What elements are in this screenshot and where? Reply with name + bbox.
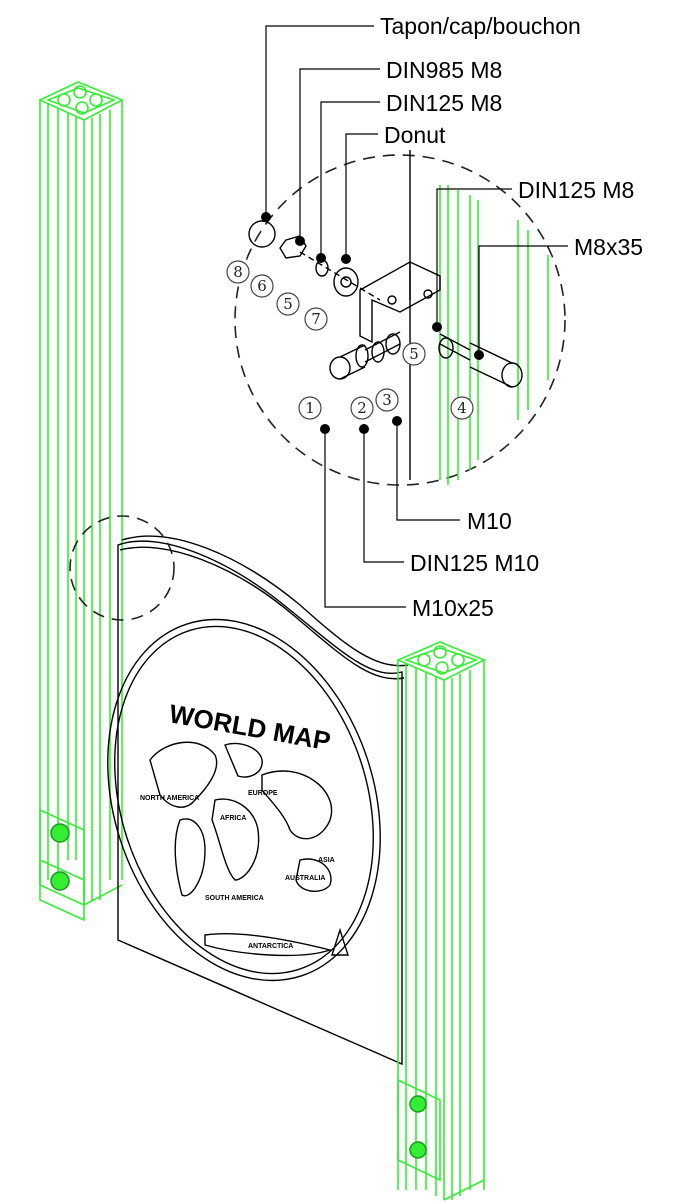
svg-text:5: 5 (409, 345, 419, 363)
bolt-m10x25 (329, 331, 401, 380)
label-africa: AFRICA (220, 815, 246, 822)
svg-text:1: 1 (305, 399, 315, 417)
detail-view (234, 150, 566, 486)
right-bolt-head-2 (409, 1141, 427, 1159)
svg-text:5: 5 (283, 295, 293, 313)
label-asia: ASIA (318, 857, 335, 864)
label-australia: AUSTRALIA (285, 875, 325, 882)
label-din125-m10: DIN125 M10 (410, 550, 539, 576)
label-cap: Tapon/cap/bouchon (380, 13, 581, 39)
part-number-6: 6 (250, 274, 274, 298)
label-antarctica: ANTARCTICA (248, 943, 293, 950)
label-europe: EUROPE (248, 790, 278, 797)
part-number-5-left: 5 (276, 292, 300, 316)
bolt-m8x35 (439, 333, 523, 388)
left-post (38, 81, 124, 922)
label-din125-m8-right: DIN125 M8 (518, 177, 634, 203)
svg-text:6: 6 (257, 277, 267, 295)
label-m10x25: M10x25 (412, 595, 494, 621)
part-number-1: 1 (298, 396, 322, 420)
part-number-5-right: 5 (402, 342, 426, 366)
label-donut: Donut (384, 122, 446, 148)
svg-text:2: 2 (357, 399, 367, 417)
callout-leaders (261, 25, 568, 608)
label-m10: M10 (467, 508, 512, 534)
label-north-america: NORTH AMERICA (140, 795, 199, 802)
nut-m10 (385, 333, 401, 355)
donut-washer (333, 267, 359, 297)
svg-text:3: 3 (382, 391, 392, 409)
detail-circle-large (234, 154, 566, 486)
left-bolt-head-2 (50, 871, 70, 891)
washer-din125-m10 (371, 341, 385, 363)
label-din125-m8-top: DIN125 M8 (386, 90, 502, 116)
part-number-8: 8 (226, 260, 250, 284)
left-bolt-head-1 (50, 823, 70, 843)
right-post (395, 641, 486, 1201)
label-south-america: SOUTH AMERICA (205, 895, 264, 902)
cap-tapon (248, 220, 276, 248)
map-heading: WORLD MAP (167, 698, 333, 756)
world-map-panel: WORLD MAP NORTH AMERICA EUROPE AFRICA AS… (107, 535, 409, 1066)
right-bolt-head-1 (409, 1095, 427, 1113)
part-number-2: 2 (350, 396, 374, 420)
svg-text:8: 8 (233, 263, 243, 281)
label-m8x35: M8x35 (574, 234, 643, 260)
svg-text:7: 7 (311, 310, 321, 328)
part-number-4: 4 (450, 396, 474, 420)
svg-text:4: 4 (457, 399, 467, 417)
washer-din125-m8-b (438, 337, 454, 359)
part-number-3: 3 (375, 388, 399, 412)
detail-circle-small (69, 515, 175, 621)
part-number-7: 7 (304, 307, 328, 331)
label-din985-m8: DIN985 M8 (386, 57, 502, 83)
